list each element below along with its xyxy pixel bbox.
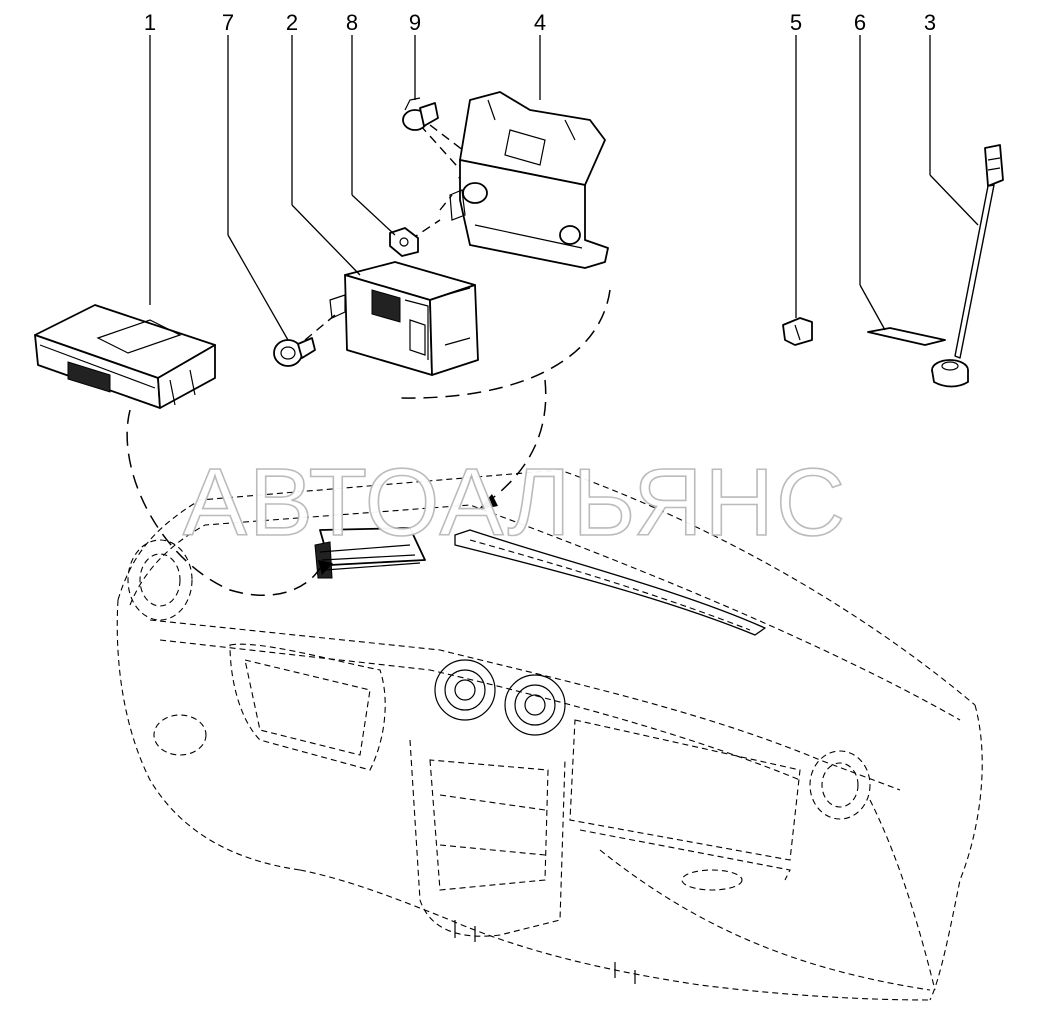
part-5-clip <box>782 317 813 346</box>
callout-numbers: 1 7 2 8 9 4 5 6 3 <box>144 10 936 35</box>
part-6-pad <box>867 327 946 346</box>
part-8-nut <box>389 227 419 257</box>
leader-8b <box>351 194 396 236</box>
part-2-module <box>329 261 479 376</box>
leader-3b <box>929 174 979 226</box>
leader-7b <box>227 234 289 341</box>
arrow-head <box>318 560 333 575</box>
callout-9: 9 <box>409 10 421 35</box>
watermark-text: АВТОАЛЬЯНС <box>183 449 847 556</box>
arrow-head <box>478 494 498 510</box>
callout-7: 7 <box>222 10 234 35</box>
part-4-bracket <box>449 91 609 269</box>
callout-3: 3 <box>924 10 936 35</box>
callout-1: 1 <box>144 10 156 35</box>
callout-2: 2 <box>286 10 298 35</box>
callout-4: 4 <box>534 10 546 35</box>
leader-lines <box>149 35 979 341</box>
callout-5: 5 <box>790 10 802 35</box>
leader-6b <box>859 284 886 331</box>
callout-8: 8 <box>346 10 358 35</box>
part-7-screw <box>273 337 316 367</box>
leader-2b <box>291 204 361 276</box>
part-9-bolt <box>402 97 439 131</box>
part-1-control-unit <box>34 304 216 409</box>
dashboard-outline <box>116 469 983 1001</box>
callout-6: 6 <box>854 10 866 35</box>
part-3-sensor <box>931 144 1004 388</box>
